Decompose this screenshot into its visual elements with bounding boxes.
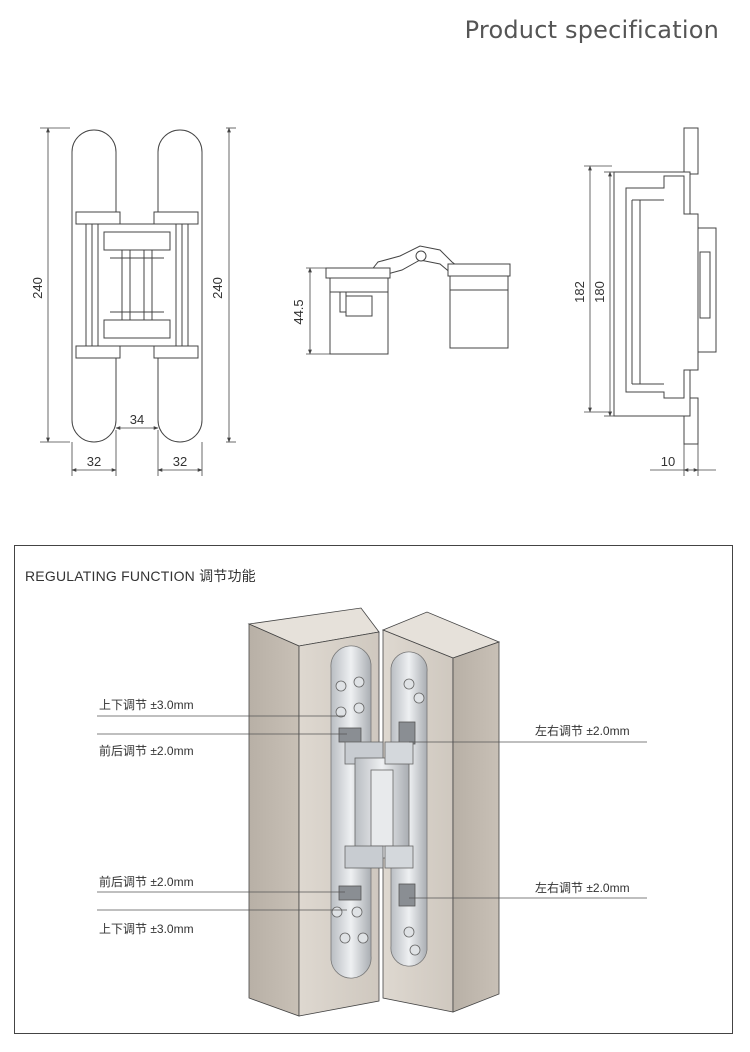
dim-side-inner: 180	[592, 281, 607, 303]
dim-width-right: 32	[173, 454, 187, 469]
regulating-title: REGULATING FUNCTION 调节功能	[25, 568, 256, 584]
dim-side-depth: 10	[661, 454, 675, 469]
technical-drawings: 240 240 34 32 32 44.5	[30, 127, 717, 476]
dim-top-height: 44.5	[291, 299, 306, 324]
label-leftright-bottom: 左右调节 ±2.0mm	[535, 881, 630, 895]
dim-width-left: 32	[87, 454, 101, 469]
label-frontback-top: 前后调节 ±2.0mm	[99, 744, 194, 758]
dim-height-left: 240	[30, 277, 45, 299]
side-view-drawing	[613, 127, 717, 445]
front-view-drawing	[71, 129, 203, 443]
regulating-function-panel: REGULATING FUNCTION 调节功能	[14, 545, 733, 1034]
top-view-drawing	[325, 245, 511, 355]
dim-side-outer: 182	[572, 281, 587, 303]
dim-gap: 34	[130, 412, 144, 427]
label-leftright-top: 左右调节 ±2.0mm	[535, 724, 630, 738]
label-frontback-bottom: 前后调节 ±2.0mm	[99, 875, 194, 889]
dim-height-right: 240	[210, 277, 225, 299]
label-updown-top: 上下调节 ±3.0mm	[99, 698, 194, 712]
label-updown-bottom: 上下调节 ±3.0mm	[99, 922, 194, 936]
page-title: Product specification	[464, 16, 719, 44]
hinge-illustration	[97, 607, 647, 1017]
